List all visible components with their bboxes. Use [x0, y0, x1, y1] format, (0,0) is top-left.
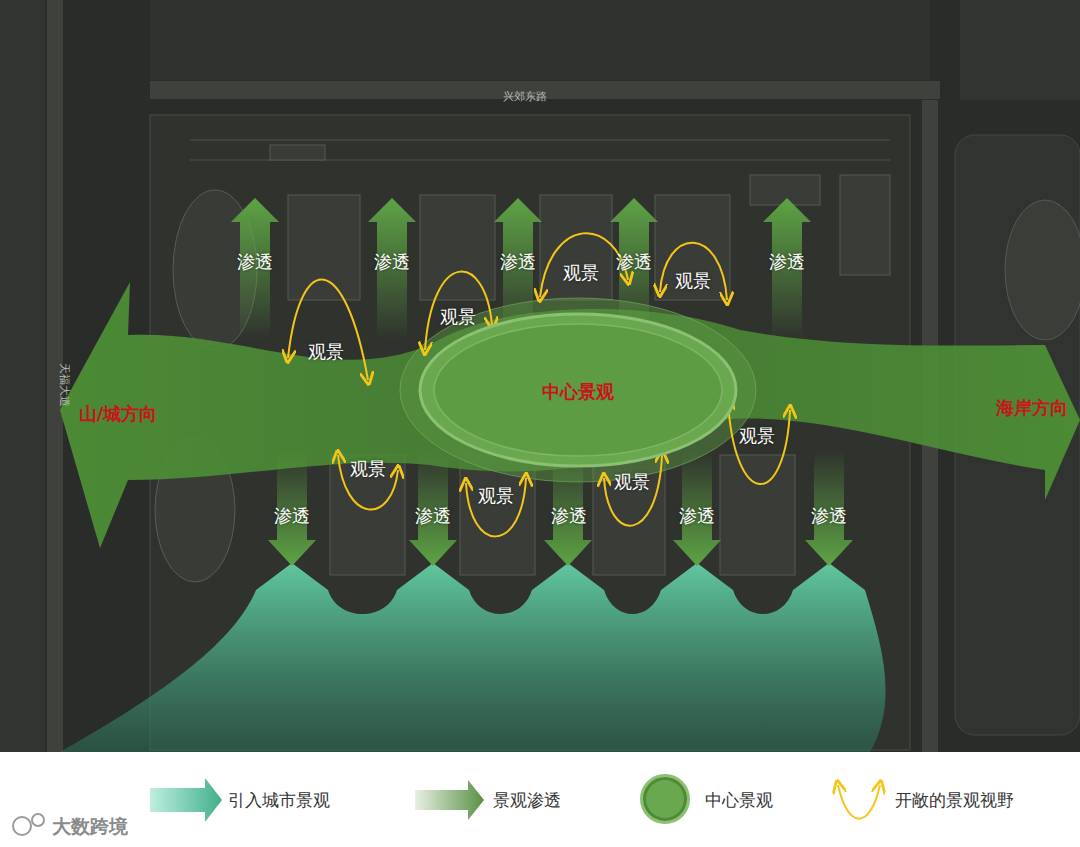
penetration-label: 渗透 — [679, 506, 715, 526]
view-label: 观景 — [478, 486, 514, 506]
view-label: 观景 — [614, 472, 650, 492]
view-arc — [660, 243, 727, 300]
penetration-label: 渗透 — [237, 252, 273, 272]
ellipse-outline — [420, 314, 736, 466]
legend-text: 中心景观 — [705, 789, 773, 812]
view-arc — [338, 455, 398, 510]
view-label: 观景 — [350, 459, 386, 479]
view-label: 观景 — [675, 271, 711, 291]
penetration-label: 渗透 — [769, 252, 805, 272]
view-arc — [540, 233, 628, 297]
legend-text: 开敞的景观视野 — [895, 789, 1014, 812]
direction-label: 山/城方向 — [79, 404, 158, 424]
road-name: 天福大道 — [58, 363, 70, 407]
view-label: 观景 — [563, 263, 599, 283]
penetration-arrow — [763, 198, 811, 340]
legend-text: 引入城市景观 — [228, 789, 330, 812]
view-arc — [466, 478, 526, 536]
view-arc — [288, 280, 368, 380]
legend-swatch — [640, 774, 690, 824]
penetration-label: 渗透 — [274, 506, 310, 526]
penetration-label: 渗透 — [374, 252, 410, 272]
penetration-arrow — [231, 198, 279, 340]
road-name: 兴郊东路 — [503, 91, 547, 103]
central-landscape: 中心景观 — [400, 300, 756, 480]
node-title: 中心景观 — [542, 382, 614, 402]
penetration-label: 渗透 — [811, 506, 847, 526]
penetration-label: 渗透 — [551, 506, 587, 526]
ellipse-inner — [434, 324, 722, 456]
legend-text: 景观渗透 — [493, 789, 561, 812]
view-label: 观景 — [440, 307, 476, 327]
watermark: 大数跨境 — [52, 816, 128, 837]
penetration-label: 渗透 — [415, 506, 451, 526]
direction-label: 海岸方向 — [996, 398, 1068, 418]
view-label: 观景 — [739, 426, 775, 446]
penetration-arrow — [268, 450, 316, 566]
penetration-arrow — [805, 450, 853, 566]
penetration-arrow — [409, 450, 457, 566]
penetration-arrow — [673, 450, 721, 566]
penetration-arrow — [368, 198, 416, 340]
view-arc — [728, 402, 790, 484]
view-label: 观景 — [308, 342, 344, 362]
city-landscape-inflow — [60, 563, 886, 752]
penetration-label: 渗透 — [616, 252, 652, 272]
penetration-label: 渗透 — [500, 252, 536, 272]
